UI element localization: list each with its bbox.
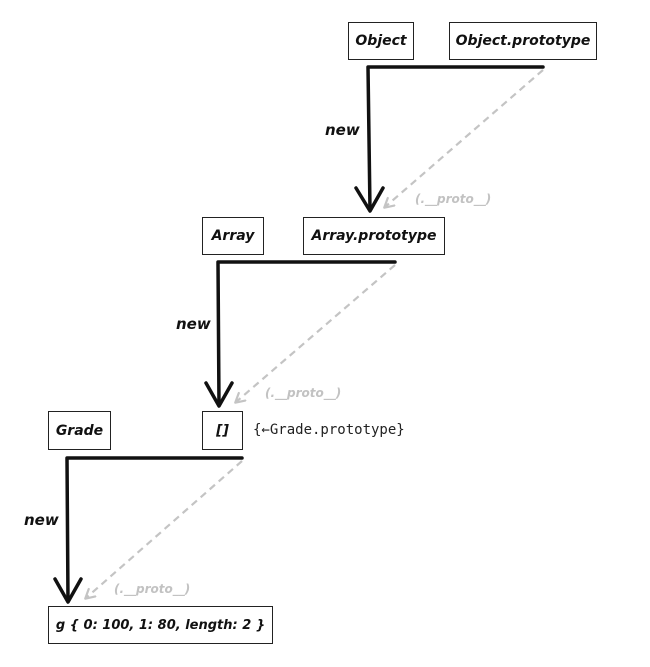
- array-box: Array: [202, 217, 264, 255]
- object-box: Object: [348, 22, 414, 60]
- new-label-object: new: [325, 121, 360, 139]
- new-connector-array: [216, 260, 397, 407]
- new-connector-object: [366, 65, 545, 212]
- proto-arrow-instance: [86, 460, 243, 598]
- new-label-grade: new: [24, 511, 59, 529]
- proto-arrow-empty-array: [236, 264, 396, 402]
- object-prototype-box: Object.prototype: [449, 22, 597, 60]
- new-label-array: new: [176, 315, 211, 333]
- array-prototype-box: Array.prototype: [303, 217, 445, 255]
- new-arrowhead-array: [204, 381, 234, 408]
- instance-box: g { 0: 100, 1: 80, length: 2 }: [48, 606, 273, 644]
- proto-arrow-array-prototype: [385, 69, 544, 207]
- new-arrowhead-grade: [53, 577, 83, 604]
- grade-prototype-note: {←Grade.prototype}: [253, 422, 405, 438]
- new-connector-grade: [65, 456, 244, 603]
- proto-label-empty-array: (.__proto__): [265, 386, 342, 400]
- empty-array-box: []: [202, 411, 243, 450]
- proto-label-instance: (.__proto__): [114, 582, 191, 596]
- proto-label-array-prototype: (.__proto__): [415, 192, 492, 206]
- new-arrowhead-object: [354, 186, 385, 213]
- grade-box: Grade: [48, 411, 111, 450]
